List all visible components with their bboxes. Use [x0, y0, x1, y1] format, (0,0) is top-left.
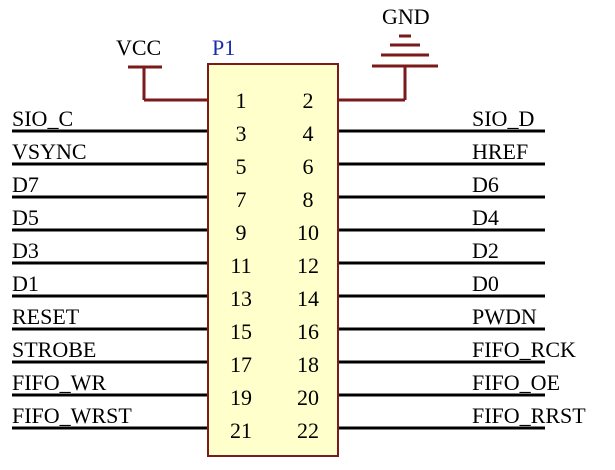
pin-number-4: 4 [303, 121, 314, 146]
net-label-d5: D5 [12, 205, 39, 230]
wires-layer [12, 129, 545, 430]
net-label-sio-c: SIO_C [12, 106, 73, 131]
pin-number-2: 2 [303, 88, 314, 113]
pin-number-9: 9 [236, 220, 247, 245]
net-label-vsync: VSYNC [12, 139, 87, 164]
net-label-strobe: STROBE [12, 337, 96, 362]
vcc-label: VCC [116, 35, 161, 60]
pin-number-11: 11 [230, 253, 251, 278]
vcc-power-port: VCC [116, 35, 208, 102]
pin-number-18: 18 [297, 352, 319, 377]
pin-number-5: 5 [236, 154, 247, 179]
pin-number-6: 6 [303, 154, 314, 179]
pin-number-19: 19 [230, 385, 252, 410]
net-label-fifo-wrst: FIFO_WRST [12, 403, 132, 428]
net-label-d4: D4 [472, 205, 499, 230]
pin-number-15: 15 [230, 319, 252, 344]
pin-number-13: 13 [230, 286, 252, 311]
pin-number-20: 20 [297, 385, 319, 410]
net-label-d6: D6 [472, 172, 499, 197]
net-label-reset: RESET [12, 304, 80, 329]
pin-number-14: 14 [297, 286, 319, 311]
connector-body [207, 63, 339, 457]
pin-number-10: 10 [297, 220, 319, 245]
pin-number-17: 17 [230, 352, 252, 377]
net-label-d1: D1 [12, 271, 39, 296]
pin-number-12: 12 [297, 253, 319, 278]
net-label-d2: D2 [472, 238, 499, 263]
net-label-fifo-wr: FIFO_WR [12, 370, 106, 395]
pin-number-3: 3 [236, 121, 247, 146]
component-designator: P1 [212, 35, 235, 60]
net-label-d3: D3 [12, 238, 39, 263]
net-label-pwdn: PWDN [472, 304, 537, 329]
pin-number-21: 21 [230, 418, 252, 443]
net-label-sio-d: SIO_D [472, 106, 534, 131]
net-label-href: HREF [472, 139, 528, 164]
net-label-fifo-rck: FIFO_RCK [472, 337, 576, 362]
pin-number-8: 8 [303, 187, 314, 212]
pin-number-7: 7 [236, 187, 247, 212]
net-label-fifo-rrst: FIFO_RRST [472, 403, 586, 428]
gnd-label: GND [382, 4, 430, 29]
pin-number-22: 22 [297, 418, 319, 443]
pin-number-16: 16 [297, 319, 319, 344]
net-label-fifo-oe: FIFO_OE [472, 370, 560, 395]
gnd-power-port: GND [338, 4, 438, 102]
pin-number-1: 1 [236, 88, 247, 113]
net-label-d7: D7 [12, 172, 39, 197]
net-label-d0: D0 [472, 271, 499, 296]
